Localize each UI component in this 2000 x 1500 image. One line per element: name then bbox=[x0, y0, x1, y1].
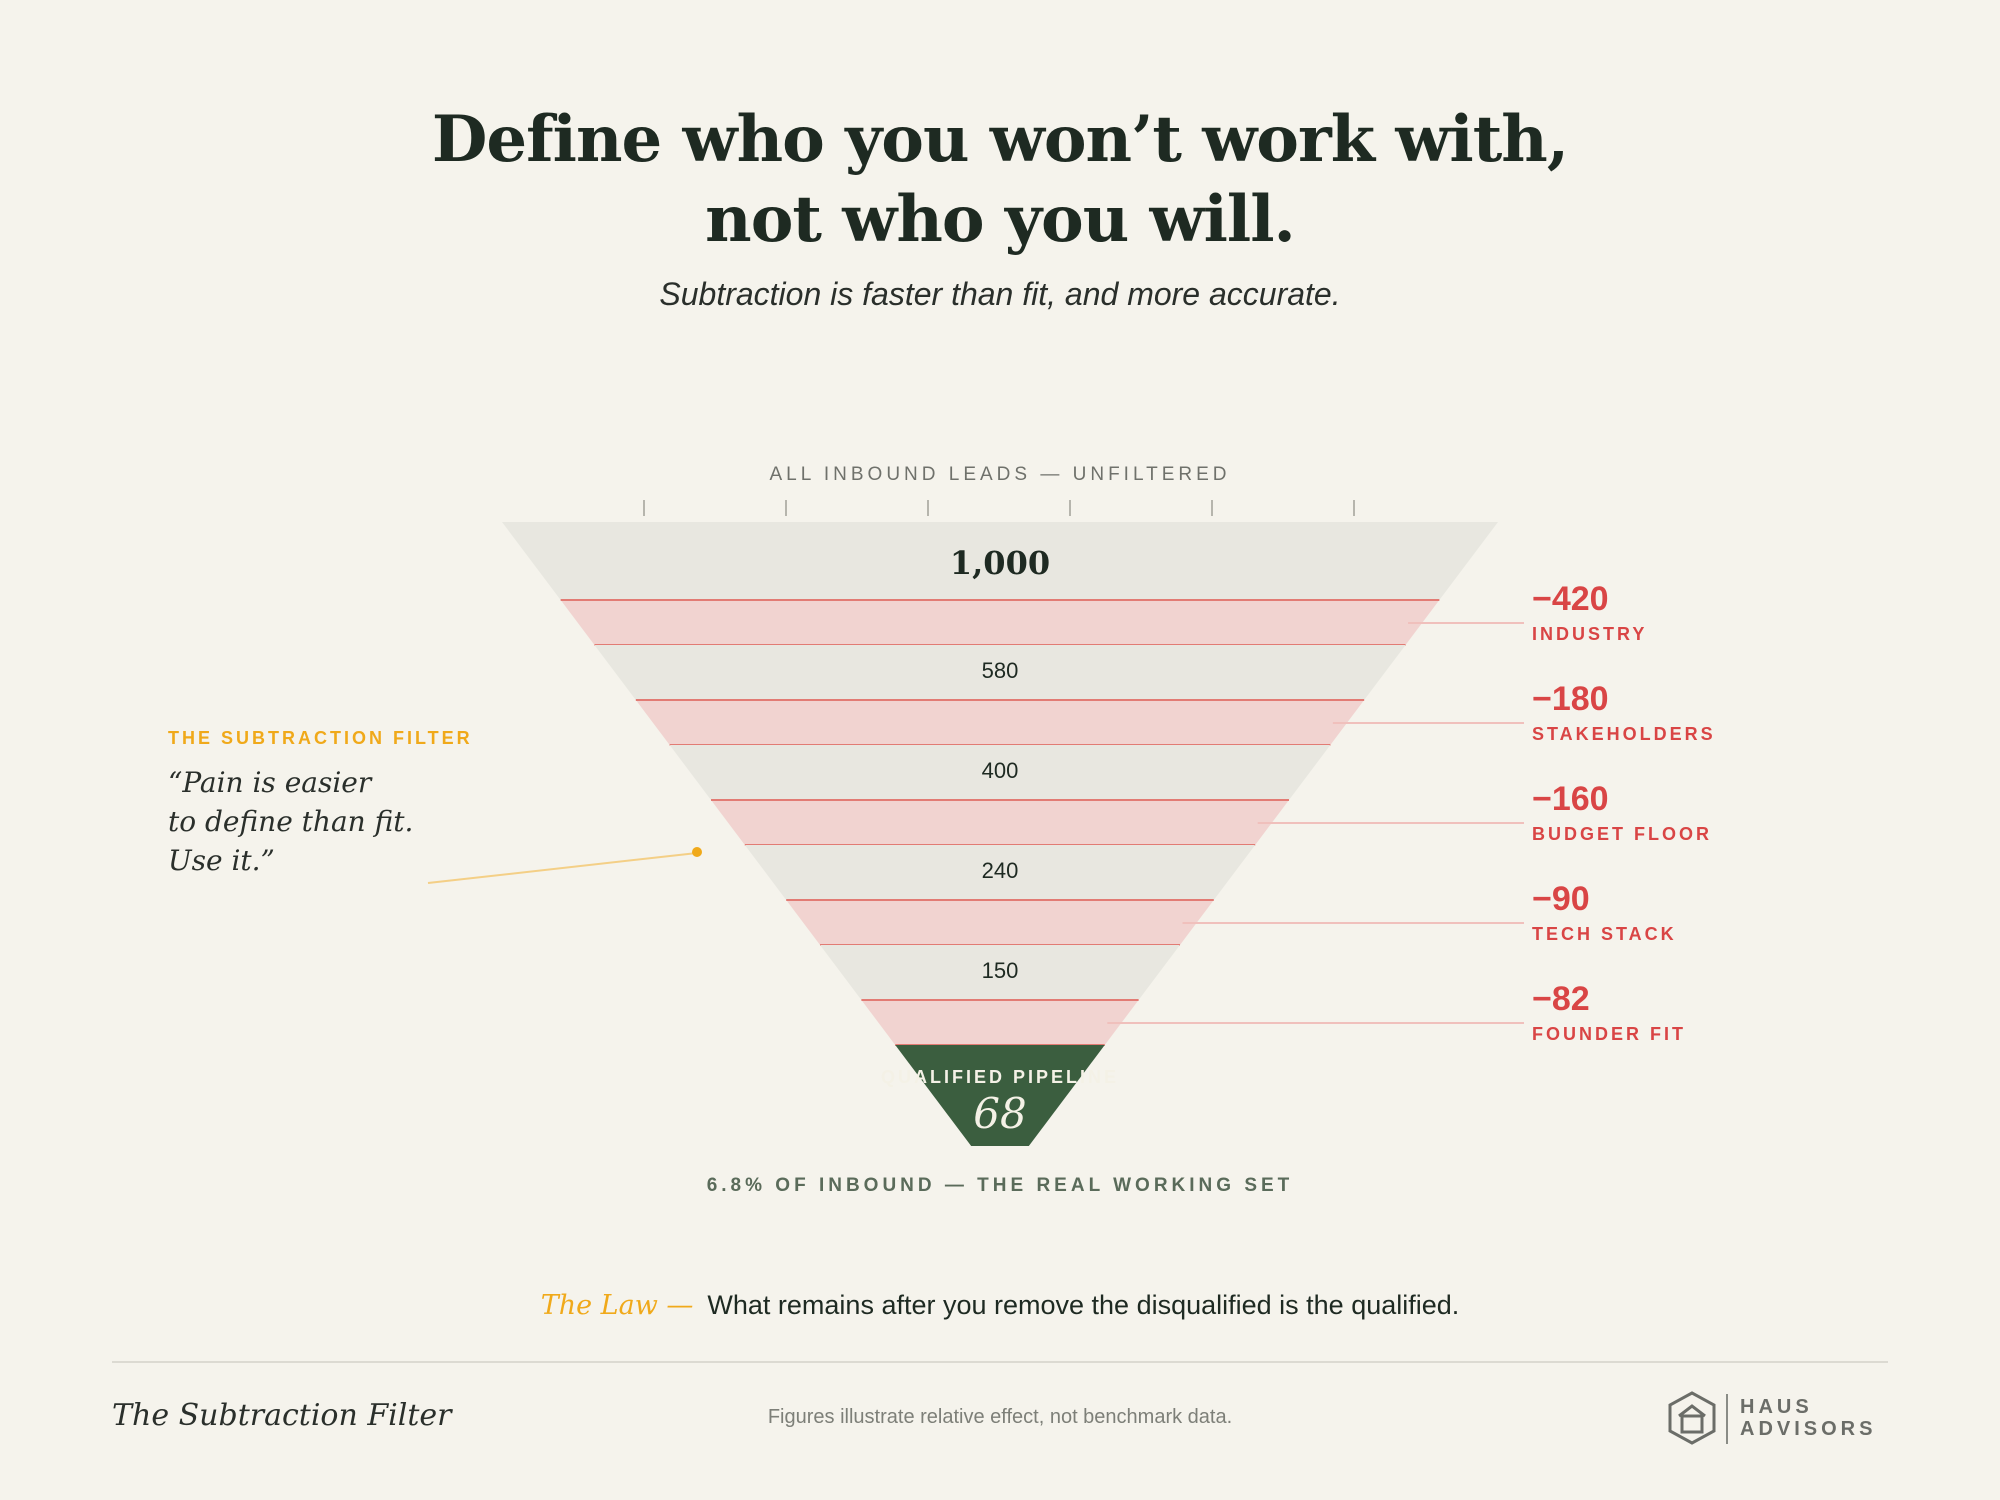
funnel-remaining-band-1 bbox=[594, 645, 1406, 700]
footer-title: The Subtraction Filter bbox=[112, 1398, 452, 1433]
funnel-removed-band-4 bbox=[786, 900, 1214, 945]
law-text: What remains after you remove the disqua… bbox=[707, 1290, 1460, 1320]
final-value: 68 bbox=[973, 1089, 1026, 1138]
funnel-remaining-band-2 bbox=[669, 745, 1331, 800]
subtitle: Subtraction is faster than fit, and more… bbox=[659, 276, 1341, 312]
funnel-bottom-caption: 6.8% OF INBOUND — THE REAL WORKING SET bbox=[707, 1175, 1294, 1196]
footer-note: Figures illustrate relative effect, not … bbox=[767, 1406, 1233, 1428]
funnel-removed-band-2 bbox=[635, 700, 1365, 745]
remaining-value-3: 240 bbox=[982, 858, 1019, 883]
title-line-1: Define who you won’t work with, bbox=[431, 102, 1569, 177]
removed-value-4: −90 bbox=[1532, 880, 1590, 918]
footer-divider bbox=[112, 1361, 1888, 1363]
callout-pointer-line bbox=[427, 852, 698, 884]
removed-filter-1: INDUSTRY bbox=[1532, 624, 1647, 644]
funnel-removed-band-3 bbox=[711, 800, 1289, 845]
page-title: Define who you won’t work with, not who … bbox=[0, 100, 2000, 260]
callout-quote-line-2: to define than fit. bbox=[168, 805, 414, 838]
removed-value-1: −420 bbox=[1532, 580, 1609, 618]
removed-filter-3: BUDGET FLOOR bbox=[1532, 824, 1712, 844]
callout-quote: “Pain is easier to define than fit. Use … bbox=[168, 763, 413, 880]
callout-quote-line-1: “Pain is easier bbox=[168, 766, 372, 799]
removed-value-3: −160 bbox=[1532, 780, 1609, 818]
funnel-removed-band-5 bbox=[861, 1000, 1139, 1045]
logo-line-2: ADVISORS bbox=[1740, 1418, 1877, 1440]
title-line-2: not who you will. bbox=[705, 182, 1296, 257]
funnel-top-label: ALL INBOUND LEADS — UNFILTERED bbox=[769, 464, 1230, 485]
remaining-value-4: 150 bbox=[982, 958, 1019, 983]
final-label: QUALIFIED PIPELINE bbox=[881, 1067, 1119, 1087]
logo-separator bbox=[1726, 1394, 1728, 1444]
logo-line-1: HAUS bbox=[1740, 1396, 1813, 1418]
removed-value-2: −180 bbox=[1532, 680, 1609, 718]
funnel-final-band bbox=[895, 1045, 1105, 1146]
funnel-chart: ALL INBOUND LEADS — UNFILTERED 1,000 −420I… bbox=[427, 464, 1716, 1196]
funnel-removed-band-1 bbox=[560, 600, 1440, 645]
funnel-total-value: 1,000 bbox=[950, 544, 1050, 582]
funnel-remaining-band-4 bbox=[820, 945, 1180, 1000]
brand-logo: HAUS ADVISORS bbox=[1666, 1390, 1890, 1446]
removed-filter-2: STAKEHOLDERS bbox=[1532, 724, 1716, 744]
callout-quote-line-3: Use it.” bbox=[168, 844, 275, 877]
remaining-value-2: 400 bbox=[982, 758, 1019, 783]
funnel-band-total bbox=[502, 522, 1498, 600]
law-lead: The Law — bbox=[540, 1290, 694, 1321]
law-statement: The Law — What remains after you remove t… bbox=[0, 1290, 2000, 1321]
removed-filter-4: TECH STACK bbox=[1532, 924, 1677, 944]
funnel-remaining-band-3 bbox=[744, 845, 1256, 900]
logo-wordmark: HAUS ADVISORS bbox=[1740, 1396, 1876, 1440]
callout-pointer-dot bbox=[692, 847, 702, 857]
callout-label: THE SUBTRACTION FILTER bbox=[168, 728, 473, 748]
remaining-value-1: 580 bbox=[982, 658, 1019, 683]
house-hexagon-icon bbox=[1668, 1391, 1716, 1445]
removed-value-5: −82 bbox=[1532, 980, 1590, 1018]
removed-filter-5: FOUNDER FIT bbox=[1532, 1024, 1686, 1044]
